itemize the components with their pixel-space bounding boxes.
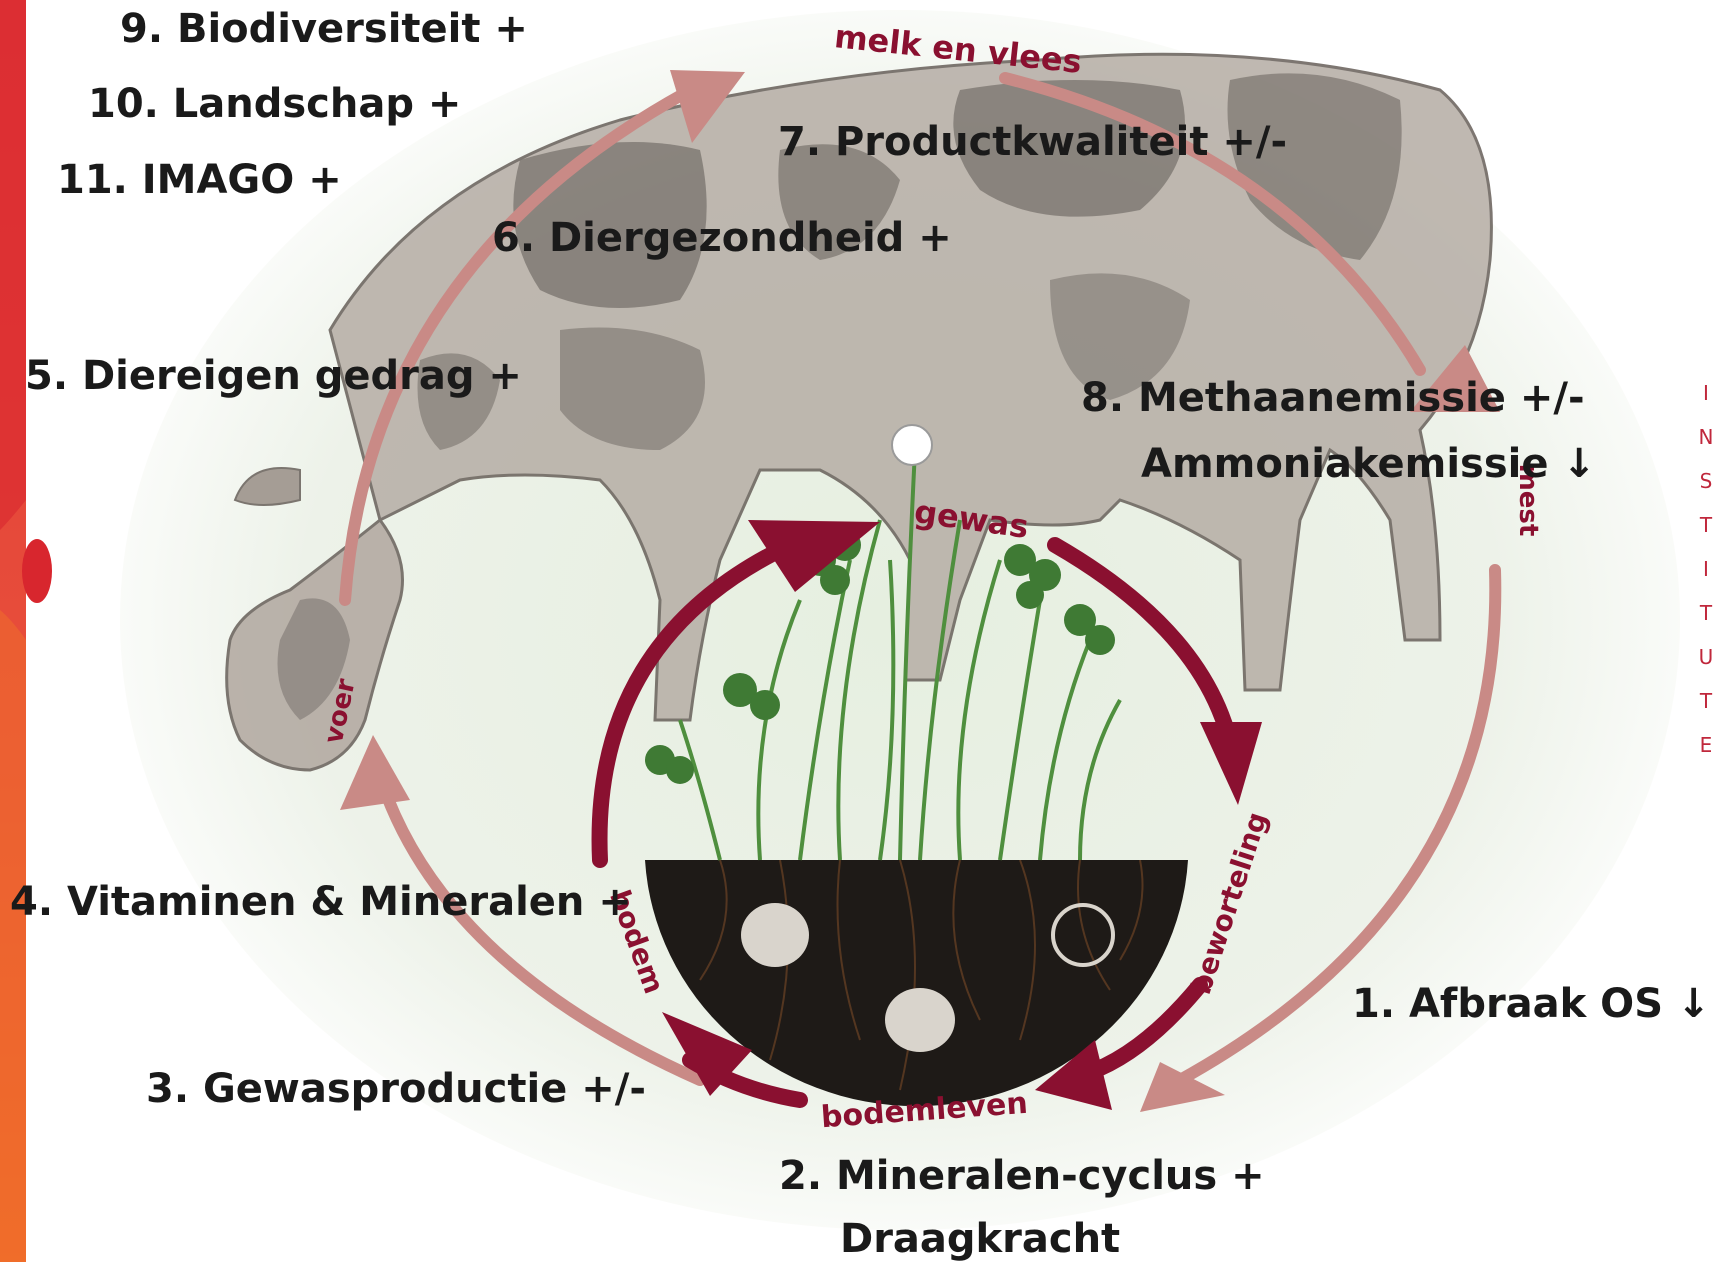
dandelion-icon [892, 425, 932, 465]
red-dot [22, 539, 52, 603]
institute-letter: U [1694, 647, 1718, 667]
institute-letter: S [1694, 471, 1718, 491]
institute-letter: N [1694, 427, 1718, 447]
institute-letter: I [1694, 383, 1718, 403]
item-6-diergezondheid: 6. Diergezondheid + [492, 218, 952, 258]
soil-organism-2 [885, 988, 955, 1052]
item-7-productkwaliteit: 7. Productkwaliteit +/- [778, 122, 1287, 162]
item-4-vitaminen-mineralen: 4. Vitaminen & Mineralen + [10, 882, 632, 922]
item-10-landschap: 10. Landschap + [88, 84, 461, 124]
item-3-gewasproductie: 3. Gewasproductie +/- [146, 1069, 646, 1109]
institute-letter: I [1694, 559, 1718, 579]
item-8-ammoniakemissie: Ammoniakemissie ↓ [1141, 444, 1596, 484]
item-8-methaanemissie: 8. Methaanemissie +/- [1081, 378, 1585, 418]
item-2-mineralen-cyclus: 2. Mineralen-cyclus + [779, 1156, 1265, 1196]
institute-letter: E [1694, 735, 1718, 755]
left-accent-bar [0, 0, 52, 1262]
item-2-draagkracht: Draagkracht [840, 1219, 1120, 1259]
item-1-afbraak-os: 1. Afbraak OS ↓ [1352, 984, 1710, 1024]
item-11-imago: 11. IMAGO + [57, 160, 342, 200]
item-9-biodiversiteit: 9. Biodiversiteit + [120, 9, 528, 49]
institute-letter: T [1694, 691, 1718, 711]
institute-letter: T [1694, 603, 1718, 623]
item-5-diereigen-gedrag: 5. Diereigen gedrag + [25, 356, 522, 396]
institute-letter: T [1694, 515, 1718, 535]
soil-organism-1 [741, 903, 809, 967]
